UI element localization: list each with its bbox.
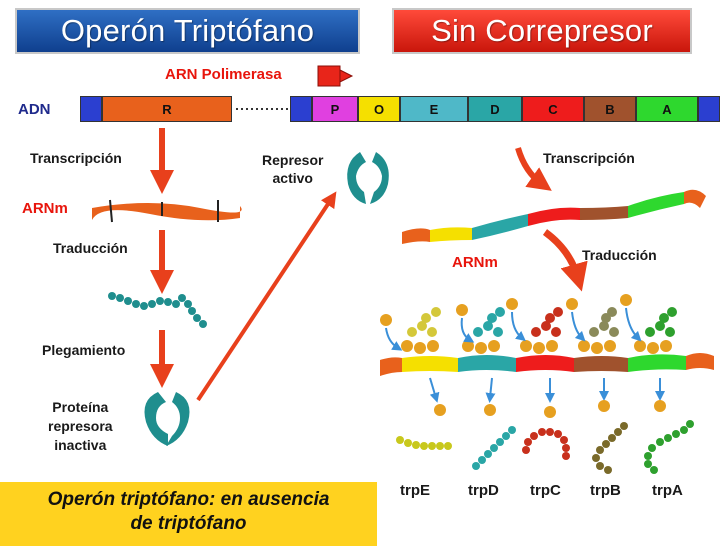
caption-box: Operón triptófano: en ausencia de triptó… xyxy=(0,482,377,546)
label-translation-right: Traducción xyxy=(582,247,657,263)
inactive-repressor-icon xyxy=(144,392,190,446)
label-mrna-left: ARNm xyxy=(22,200,68,217)
label-mrna-right: ARNm xyxy=(452,254,498,271)
gene-p: P xyxy=(312,96,358,122)
polypeptide-chain xyxy=(108,292,207,328)
enzyme-trpe-chain xyxy=(396,436,452,450)
label-active-repressor: Represor activo xyxy=(262,152,324,186)
enzyme-trpd-chain xyxy=(472,426,516,470)
release-arrows xyxy=(429,377,665,403)
gene-e: E xyxy=(400,96,468,122)
label-translation-left: Traducción xyxy=(53,240,128,256)
enzyme-label-trpe: trpE xyxy=(400,482,430,499)
gene-d: D xyxy=(468,96,522,122)
released-tryptophan xyxy=(434,400,666,418)
dna-backbone-left xyxy=(80,96,102,122)
ribosome-clusters xyxy=(380,294,677,354)
enzyme-trpc-chain xyxy=(522,428,570,460)
label-folding: Plegamiento xyxy=(42,342,126,358)
dna-backbone-right xyxy=(698,96,720,122)
dna-backbone-mid xyxy=(290,96,312,122)
arrow-transcription-right xyxy=(515,147,552,191)
caption-line-2: de triptófano xyxy=(130,513,247,534)
title-no-corepressor: Sin Correpresor xyxy=(392,8,692,54)
dna-label: ADN xyxy=(18,101,51,118)
caption-line-1: Operón triptófano: en ausencia xyxy=(47,489,330,510)
gene-a: A xyxy=(636,96,698,122)
enzyme-label-trpd: trpD xyxy=(468,482,499,499)
enzyme-label-trpc: trpC xyxy=(530,482,561,499)
gene-c: C xyxy=(522,96,584,122)
active-repressor-icon xyxy=(347,152,389,204)
amino-acid-arrows xyxy=(385,307,642,351)
enzyme-trpa-chain xyxy=(644,420,694,474)
arrow-to-active-repressor xyxy=(196,191,337,402)
gene-r: R xyxy=(102,96,232,122)
polymerase-arrow-icon xyxy=(317,65,354,87)
title-operon: Operón Triptófano xyxy=(15,8,360,54)
mrna-left xyxy=(92,203,242,221)
label-inactive-repressor: Proteína represora inactiva xyxy=(48,399,113,453)
arrow-translation-right xyxy=(542,229,588,292)
enzyme-label-trpa: trpA xyxy=(652,482,683,499)
gene-o: O xyxy=(358,96,400,122)
mrna-right-upper xyxy=(402,189,706,244)
mrna-right-lower xyxy=(380,353,714,376)
polymerase-label: ARN Polimerasa xyxy=(165,66,282,83)
label-transcription-right: Transcripción xyxy=(543,150,635,166)
label-transcription-left: Transcripción xyxy=(30,150,122,166)
gene-b: B xyxy=(584,96,636,122)
enzyme-trpb-chain xyxy=(592,422,628,474)
enzyme-label-trpb: trpB xyxy=(590,482,621,499)
